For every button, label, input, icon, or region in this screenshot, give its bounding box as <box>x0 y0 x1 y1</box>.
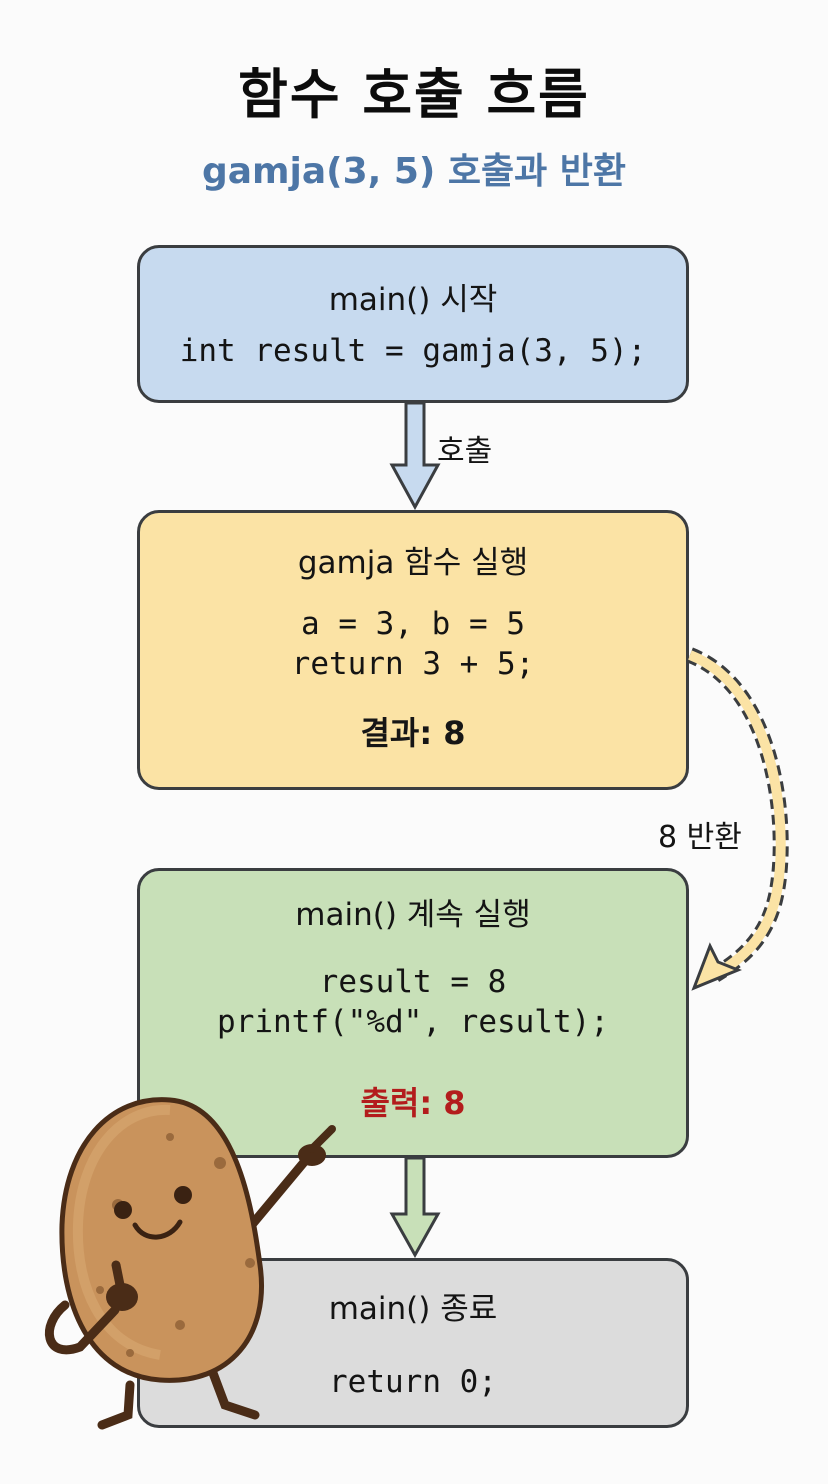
return-arrow-icon <box>686 647 789 991</box>
box-code-block: a = 3, b = 5 return 3 + 5; <box>140 604 686 684</box>
box-code-line: printf("%d", result); <box>217 1004 609 1040</box>
main-start-box: main() 시작 int result = gamja(3, 5); <box>137 245 689 403</box>
potato-mascot-icon <box>45 1097 336 1430</box>
box-heading: gamja 함수 실행 <box>297 545 529 581</box>
box-code-line: return 0; <box>329 1364 497 1400</box>
box-heading: main() 시작 <box>328 282 498 318</box>
result-text: 결과: 8 <box>360 714 466 752</box>
flow-arrow-icon <box>389 1158 441 1258</box>
box-code-line: return 3 + 5; <box>291 646 535 682</box>
box-code-line: a = 3, b = 5 <box>301 606 525 642</box>
box-heading: main() 계속 실행 <box>295 897 531 933</box>
main-continue-box: main() 계속 실행 result = 8 printf("%d", res… <box>137 868 689 1158</box>
call-arrow-icon <box>389 403 441 511</box>
box-code-block: result = 8 printf("%d", result); <box>140 962 686 1042</box>
return-label: 8 반환 <box>658 820 742 855</box>
call-label: 호출 <box>437 434 493 469</box>
page-subtitle: gamja(3, 5) 호출과 반환 <box>201 151 627 192</box>
output-text: 출력: 8 <box>360 1084 466 1122</box>
page-title: 함수 호출 흐름 <box>238 63 590 126</box>
gamja-function-box: gamja 함수 실행 a = 3, b = 5 return 3 + 5; 결… <box>137 510 689 790</box>
box-heading: main() 종료 <box>328 1291 498 1327</box>
box-code-line: int result = gamja(3, 5); <box>179 333 647 369</box>
box-code-line: result = 8 <box>319 964 507 1000</box>
